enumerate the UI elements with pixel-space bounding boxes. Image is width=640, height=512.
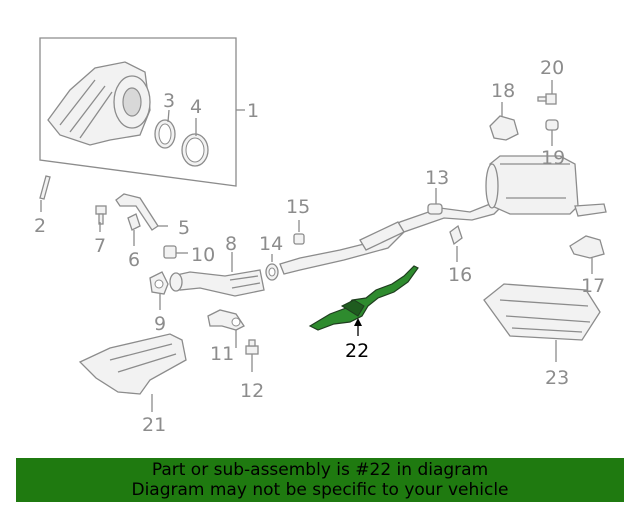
part-16-insulator [449,224,463,246]
callout-20: 20 [540,57,564,79]
callout-13: 13 [425,167,449,189]
part-12-stud [245,339,259,355]
callout-1: 1 [247,100,259,122]
part-3-gasket-ring [154,119,176,149]
part-22-highlighted-heat-shield [308,265,419,331]
banner-line-part-number: Part or sub-assembly is #22 in diagram [151,460,489,480]
part-15-insulator [293,233,305,245]
exhaust-parts-diagram: 1 2 3 4 5 6 7 8 9 10 11 12 13 14 15 16 1… [34,37,607,436]
part-18-hanger [489,115,519,141]
callout-6: 6 [128,249,140,271]
part-8-front-pipe [169,269,265,297]
part-10-nut [163,245,177,259]
callout-4: 4 [190,96,202,118]
callout-15: 15 [286,196,310,218]
callout-16: 16 [448,264,472,286]
rear-muffler [485,155,607,217]
part-20-bolt [537,93,557,105]
part-14-gasket [265,263,279,281]
part-7-bolt [95,205,107,225]
info-banner: Part or sub-assembly is #22 in diagram D… [16,458,624,502]
callout-9: 9 [154,313,166,335]
callout-3: 3 [163,90,175,112]
part-23-underbody-shield [483,283,601,341]
callout-19: 19 [541,147,565,169]
part-11-hanger [207,309,245,331]
callout-5: 5 [178,217,190,239]
part-4-clamp [181,133,209,167]
callout-7: 7 [94,235,106,257]
part-13-intermediate-pipe [279,197,505,275]
part-21-heat-shield [78,333,187,395]
part-1-catalytic-converter [47,61,151,146]
callout-14: 14 [259,233,283,255]
callout-10: 10 [191,244,215,266]
part-17-bracket [569,235,605,259]
callout-17: 17 [581,275,605,297]
callout-12: 12 [240,380,264,402]
part-19-nut [545,119,559,131]
callout-8: 8 [225,233,237,255]
part-6-nut [127,213,141,231]
callout-23: 23 [545,367,569,389]
callout-11: 11 [210,343,234,365]
callout-21: 21 [142,414,166,436]
part-2-stud [39,175,51,200]
callout-22: 22 [345,340,369,362]
part-5-bracket [115,193,159,231]
banner-line-disclaimer: Diagram may not be specific to your vehi… [131,480,509,500]
callout-18: 18 [491,80,515,102]
part-9-gasket [149,271,169,295]
part-1-inset-box [39,37,237,187]
callout-2: 2 [34,215,46,237]
